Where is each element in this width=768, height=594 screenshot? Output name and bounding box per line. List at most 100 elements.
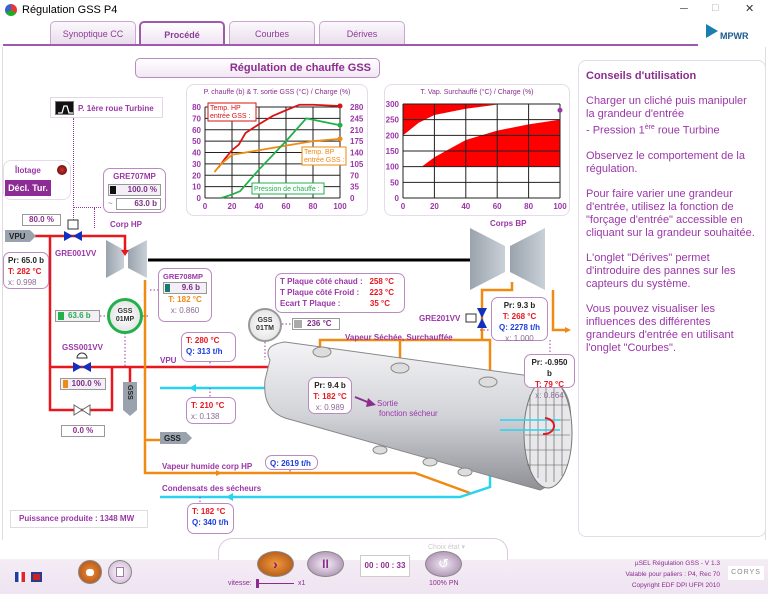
y-tick-label: 40 — [192, 149, 201, 158]
gre201vv-valve-icon — [465, 308, 487, 328]
level-bar — [58, 312, 64, 320]
tab-synoptique-cc[interactable]: Synoptique CC — [50, 21, 136, 45]
chart-title: P. chauffe (b) & T. sortie GSS (°C) / Ch… — [204, 88, 351, 96]
reset-100pn-button[interactable]: ↺ — [425, 551, 462, 577]
pause-button[interactable]: II — [307, 551, 344, 577]
x-tick-label: 0 — [401, 202, 406, 211]
gre707mp-label: GRE707MP — [113, 172, 156, 181]
gre707mp-opening[interactable]: 100.0 % — [108, 184, 161, 196]
y-tick-label: 0 — [395, 194, 400, 203]
play-button[interactable]: › — [257, 551, 294, 577]
x-tick-label: 80 — [309, 202, 318, 211]
advice-title: Conseils d'utilisation — [586, 70, 697, 82]
gss01mp-value[interactable]: 63.6 b — [55, 310, 100, 322]
speed-value: x1 — [298, 580, 306, 587]
legend-box — [207, 102, 257, 122]
y2-tick-label: 105 — [350, 160, 364, 169]
close-button[interactable]: ✕ — [745, 3, 755, 15]
x-tick-label: 0 — [203, 202, 208, 211]
play-icon: › — [273, 556, 278, 572]
series-line-2 — [213, 137, 341, 173]
gss-tag-v-label: GSS — [126, 385, 133, 400]
y2-tick-label: 245 — [350, 114, 364, 123]
y-tick-label: 100 — [386, 163, 400, 172]
series-end-point — [337, 122, 343, 128]
series-end-point — [337, 136, 343, 142]
corp-hp-label: Corp HP — [110, 220, 142, 229]
tab-procede[interactable]: Procédé — [139, 21, 225, 45]
comment-button[interactable] — [78, 560, 102, 584]
step-signal-icon — [55, 101, 74, 115]
advice-panel: Conseils d'utilisation Charger un cliché… — [578, 60, 766, 537]
lower-limit-area — [421, 119, 560, 167]
legend-label: Temp. HP — [210, 105, 241, 112]
dotted-link — [73, 207, 101, 208]
bp-turbine — [470, 228, 505, 290]
input-selector-p1ere-roue[interactable]: P. 1ère roue Turbine — [50, 97, 163, 118]
y-tick-label: 60 — [192, 126, 201, 135]
gss001vv-label: GSS001VV — [62, 343, 103, 352]
vpu-tag — [5, 230, 36, 242]
vpu-tag-label: VPU — [9, 232, 26, 241]
app-icon — [5, 4, 17, 16]
gre707mp-box[interactable]: GRE707MP 100.0 % ~63.0 b — [103, 168, 166, 213]
gre707mp-pressure[interactable]: 63.0 b — [115, 198, 161, 210]
corys-logo: CORYS — [728, 566, 764, 580]
tab-courbes[interactable]: Courbes — [229, 21, 315, 45]
y-tick-label: 30 — [192, 160, 201, 169]
tilde: ~ — [108, 199, 113, 208]
gre001vv-setpoint[interactable]: 80.0 % — [22, 214, 61, 226]
x-tick-label: 20 — [430, 202, 439, 211]
opening-bar — [63, 380, 68, 388]
document-button[interactable] — [108, 560, 132, 584]
window-title: Régulation GSS P4 — [22, 4, 118, 16]
y-tick-label: 0 — [197, 194, 202, 203]
legend-label: entrée GSS : — [304, 157, 345, 164]
flag-uk-icon[interactable] — [31, 572, 42, 582]
x-tick-label: 40 — [461, 202, 470, 211]
y-tick-label: 150 — [386, 147, 400, 156]
vapeur-humide-flow[interactable]: Q: 2619 t/h — [265, 455, 318, 470]
y-tick-label: 200 — [386, 131, 400, 140]
y2-tick-label: 280 — [350, 103, 364, 112]
tab-derives[interactable]: Dérives — [319, 21, 405, 45]
y2-tick-label: 70 — [350, 171, 359, 180]
choix-etat-dropdown[interactable]: Choix état ▾ — [428, 544, 465, 551]
pause-icon: II — [322, 557, 329, 571]
minimize-button[interactable]: ─ — [680, 3, 688, 15]
gre708mp-pressure[interactable]: 9.6 b — [163, 282, 207, 294]
dotted-link — [94, 208, 95, 228]
maximize-button[interactable]: □ — [712, 2, 719, 14]
y-tick-label: 20 — [192, 171, 201, 180]
x-tick-label: 60 — [493, 202, 502, 211]
gss001vv-opening[interactable]: 100.0 % — [60, 378, 106, 390]
pressure-bar — [165, 284, 170, 292]
decl-tur-button[interactable]: Décl. Tur. — [5, 180, 51, 196]
gss001vv-valve-icon — [73, 352, 91, 372]
title-bar: Régulation GSS P4 ─ □ ✕ — [0, 0, 768, 20]
bypass-opening[interactable]: 0.0 % — [61, 425, 105, 437]
flag-fr-icon[interactable] — [15, 572, 25, 582]
x-tick-label: 100 — [553, 202, 567, 211]
gss01tm-value[interactable]: 236 °C — [292, 318, 340, 330]
gre708mp-box[interactable]: GRE708MP 9.6 b T: 182 °C x: 0.860 — [158, 268, 212, 322]
series-line-1 — [217, 103, 341, 168]
tab-divider — [3, 44, 698, 46]
page-title: Régulation de chauffe GSS — [135, 58, 380, 78]
vapeur-sechee-label: Vapeur Séchée, Surchauffée — [345, 333, 453, 342]
vapeur-humide-label: Vapeur humide corp HP — [162, 462, 253, 471]
hp-turbine — [106, 240, 124, 278]
speed-slider[interactable] — [256, 579, 294, 588]
gre001vv-valve-icon — [64, 219, 82, 241]
